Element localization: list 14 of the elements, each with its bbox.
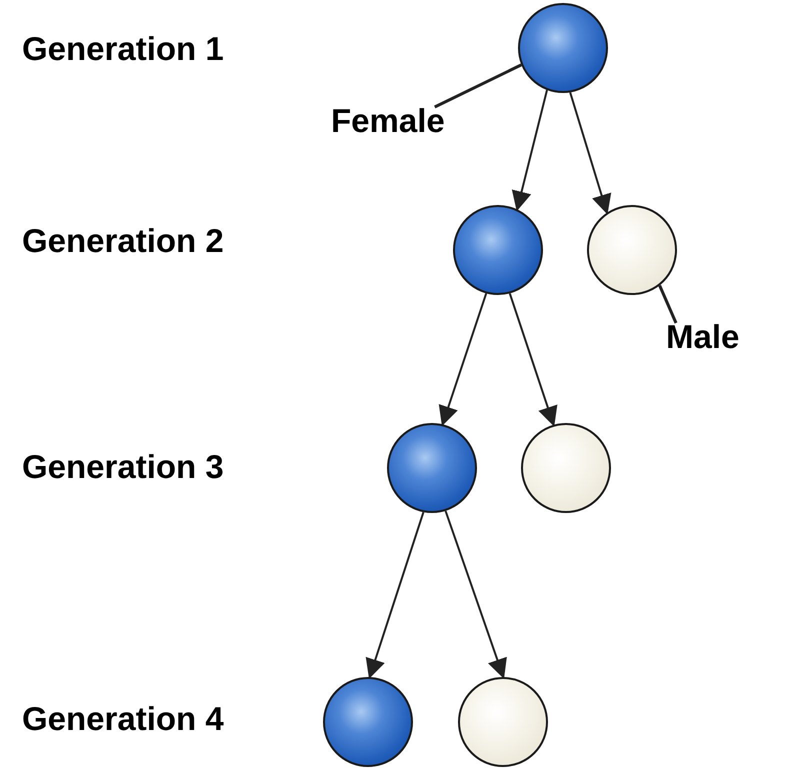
arrow <box>444 510 507 679</box>
arrow <box>512 90 548 212</box>
generation-label: Generation 1 <box>22 32 224 65</box>
callout-label: Female <box>331 104 445 137</box>
leader-line <box>434 64 522 108</box>
arrow <box>508 293 558 427</box>
leader-line <box>658 284 678 324</box>
callout-label: Male <box>666 320 740 353</box>
arrow <box>366 512 424 679</box>
generation-label: Generation 2 <box>22 224 224 257</box>
arrow <box>438 293 488 426</box>
generation-label: Generation 3 <box>22 450 224 483</box>
generation-label: Generation 4 <box>22 702 224 735</box>
arrow <box>569 92 612 215</box>
